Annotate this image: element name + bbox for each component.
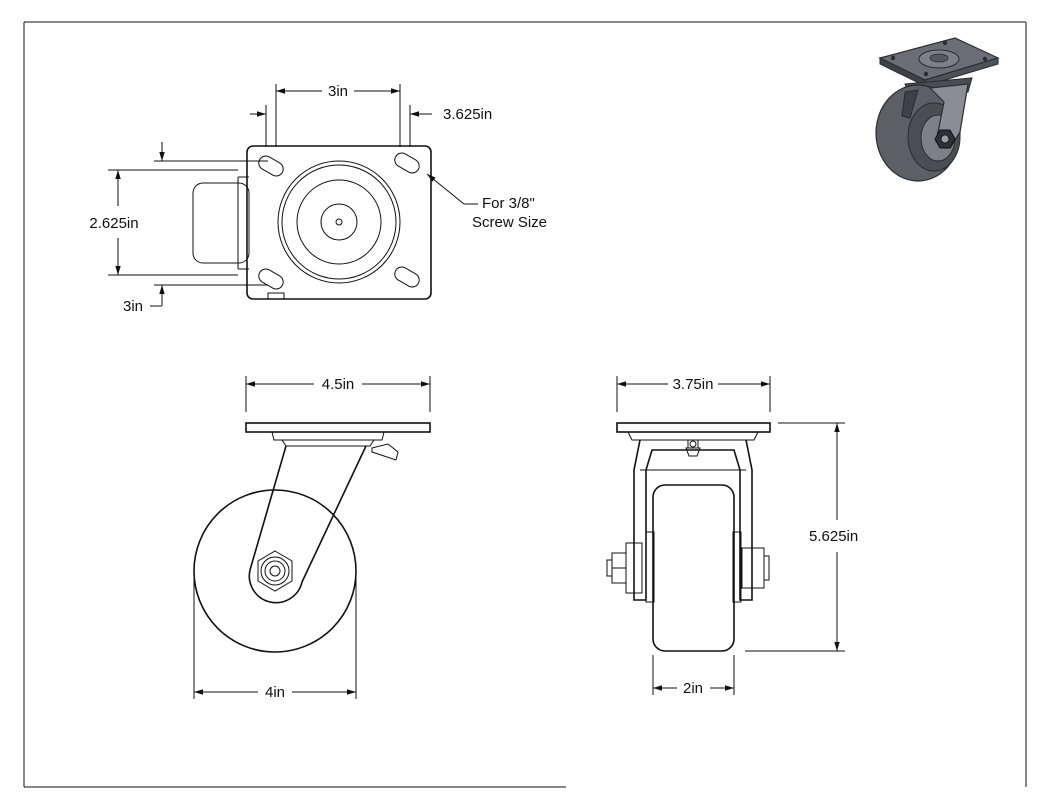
dim-label-side-plate: 4.5in	[322, 376, 355, 393]
dim-label-wheel-width: 2in	[683, 680, 703, 697]
dim-3in-top: 3in	[265, 83, 411, 147]
side-view	[193, 422, 431, 653]
dim-label-overall-height: 5.625in	[809, 528, 858, 545]
dim-label-top-right: 3.625in	[443, 106, 492, 123]
dim-3in-bottom-left: 3in	[123, 142, 268, 315]
dim-label-left: 2.625in	[89, 215, 138, 232]
dim-label-bottom-left: 3in	[123, 298, 143, 315]
screw-callout: For 3/8" Screw Size	[426, 173, 547, 231]
drawing-border	[23, 21, 1027, 788]
dim-2625in-left: 2.625in	[89, 169, 238, 276]
screw-callout-line2: Screw Size	[472, 214, 547, 231]
dim-label-top-center: 3in	[328, 83, 348, 100]
dim-5625in: 5.625in	[745, 422, 858, 652]
dim-45in: 4.5in	[245, 376, 431, 412]
dim-3625in-top: 3.625in	[250, 106, 492, 123]
dim-label-wheel-diameter: 4in	[265, 684, 285, 701]
front-view	[606, 422, 771, 652]
caster-isometric-render	[875, 37, 1000, 182]
top-view	[192, 145, 432, 300]
dim-label-front-plate: 3.75in	[673, 376, 714, 393]
dim-375in: 3.75in	[616, 376, 771, 412]
screw-callout-line1: For 3/8"	[482, 195, 535, 212]
dim-4in: 4in	[193, 572, 357, 701]
dim-2in: 2in	[652, 655, 735, 697]
